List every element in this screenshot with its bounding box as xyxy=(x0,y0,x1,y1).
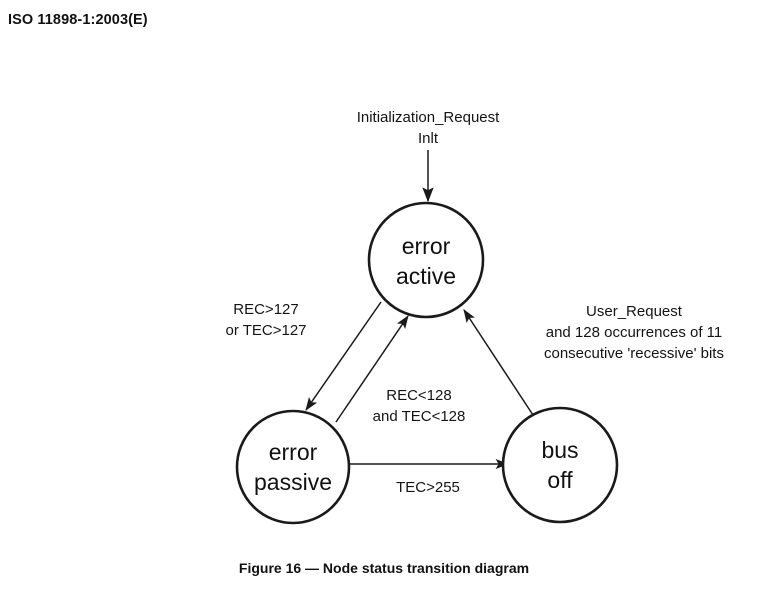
edge-label-user-request-line2: and 128 occurrences of 11 xyxy=(546,324,723,341)
edge-label-rec127-line1: REC>127 xyxy=(233,301,298,318)
edge-bus-off-to-error-active: User_Request and 128 occurrences of 11 c… xyxy=(463,303,724,416)
error-passive-label-line2: passive xyxy=(254,469,332,495)
node-status-transition-diagram: Initialization_Request Inlt REC>127 or T… xyxy=(225,109,724,525)
document-header: ISO 11898-1:2003(E) xyxy=(8,12,148,28)
edge-arrow-bus-off-to-error-active xyxy=(463,309,534,416)
edge-arrow-error-active-to-error-passive xyxy=(305,301,382,411)
edge-arrow-error-passive-to-error-active xyxy=(335,315,409,423)
edge-label-init-line2: Inlt xyxy=(418,130,439,147)
bus-off-label-line2: off xyxy=(547,467,573,493)
figure-caption: Figure 16 — Node status transition diagr… xyxy=(238,560,530,576)
edge-label-rec127-line2: or TEC>127 xyxy=(225,322,306,339)
edge-error-passive-to-error-active: REC<128 and TEC<128 xyxy=(335,315,466,425)
edge-error-passive-to-bus-off: TEC>255 xyxy=(350,459,510,496)
error-active-label-line2: active xyxy=(396,263,456,289)
edge-label-init-line1: Initialization_Request xyxy=(357,109,500,126)
error-passive-circle[interactable] xyxy=(235,409,351,525)
edge-label-rec128-line2: and TEC<128 xyxy=(373,408,466,425)
edge-error-active-to-error-passive: REC>127 or TEC>127 xyxy=(225,301,382,411)
state-node-error-passive[interactable]: error passive xyxy=(235,409,351,525)
edge-init-to-error-active: Initialization_Request Inlt xyxy=(357,109,500,203)
edge-label-tec255: TEC>255 xyxy=(396,479,460,496)
error-passive-label-line1: error xyxy=(269,439,318,465)
bus-off-circle[interactable] xyxy=(501,406,619,524)
bus-off-label-line1: bus xyxy=(541,437,578,463)
edge-label-user-request-line1: User_Request xyxy=(586,303,683,320)
state-node-bus-off[interactable]: bus off xyxy=(501,406,619,524)
edge-label-rec128-line1: REC<128 xyxy=(386,387,451,404)
state-node-error-active[interactable]: error active xyxy=(367,201,485,319)
error-active-label-line1: error xyxy=(402,233,451,259)
error-active-circle[interactable] xyxy=(367,201,485,319)
edge-label-user-request-line3: consecutive 'recessive' bits xyxy=(544,345,724,362)
